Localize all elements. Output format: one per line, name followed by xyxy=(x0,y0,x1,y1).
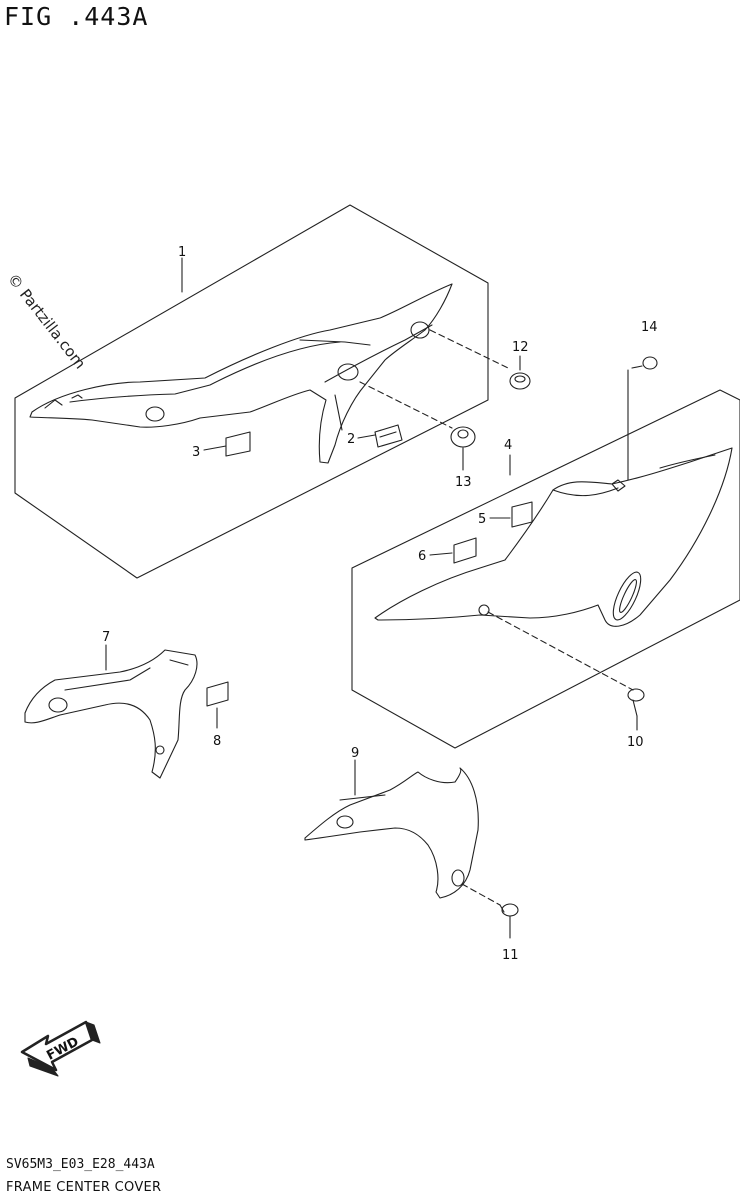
part-9-lower-cover xyxy=(304,759,501,906)
callout-2: 2 xyxy=(347,432,355,447)
part-6-label xyxy=(453,537,477,564)
part-11-screw xyxy=(499,903,519,939)
footer-figure-code: SV65M3_E03_E28_443A xyxy=(6,1157,155,1172)
callout-4: 4 xyxy=(504,438,512,453)
part-13-grommet xyxy=(450,426,476,471)
callout-8: 8 xyxy=(213,734,221,749)
part-8-label xyxy=(206,681,229,707)
part-4-side-cover xyxy=(374,447,733,627)
callout-13: 13 xyxy=(455,475,472,490)
part-5-label xyxy=(511,501,533,528)
lower-assembly-box xyxy=(351,389,740,749)
callout-6: 6 xyxy=(418,549,426,564)
callout-3: 3 xyxy=(192,445,200,460)
part-12-grommet xyxy=(509,355,531,390)
callout-12: 12 xyxy=(512,340,529,355)
figure-title: FIG .443A xyxy=(4,2,149,31)
part-10-screw xyxy=(627,688,645,731)
callout-10: 10 xyxy=(627,735,644,750)
callout-14: 14 xyxy=(641,320,658,335)
part-3-label xyxy=(225,431,251,457)
part-14-screw xyxy=(627,356,658,481)
callout-1: 1 xyxy=(178,245,186,260)
callout-9: 9 xyxy=(351,746,359,761)
part-2-clip xyxy=(374,424,403,448)
part-1-frame-cover xyxy=(29,283,453,464)
footer-figure-name: FRAME CENTER COVER xyxy=(6,1180,162,1195)
part-7-bracket xyxy=(24,644,198,779)
upper-assembly-box xyxy=(14,204,489,579)
fwd-arrow xyxy=(20,1020,101,1077)
callout-5: 5 xyxy=(478,512,486,527)
callout-11: 11 xyxy=(502,948,519,963)
callout-7: 7 xyxy=(102,630,110,645)
